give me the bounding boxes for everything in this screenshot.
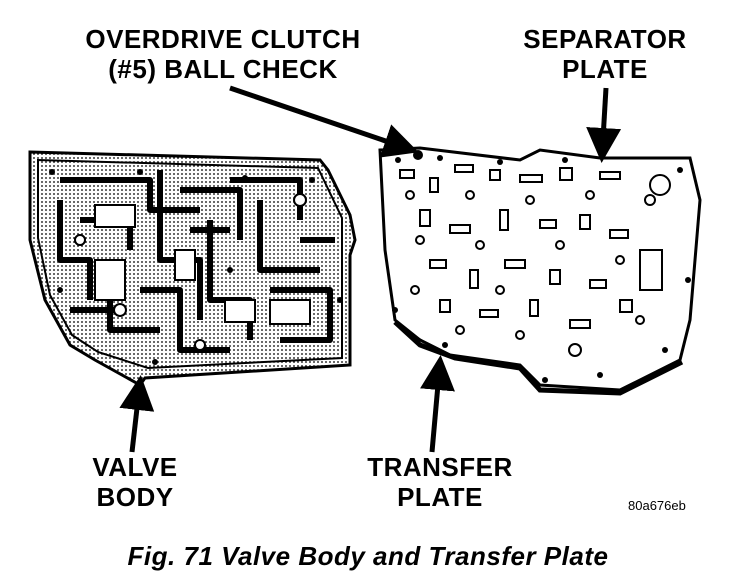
arrow-icon	[119, 375, 155, 453]
transfer-plate-label: TRANSFER PLATE	[350, 452, 530, 512]
leader-arrows	[119, 85, 622, 453]
label-line: (#5) BALL CHECK	[108, 54, 338, 84]
figure-code: 80a676eb	[628, 498, 686, 513]
valve-body-illustration	[28, 150, 357, 387]
label-line: PLATE	[562, 54, 648, 84]
label-line: SEPARATOR	[523, 24, 687, 54]
arrow-icon	[586, 87, 622, 163]
separator-plate-label: SEPARATOR PLATE	[505, 24, 705, 84]
arrow-icon	[420, 355, 455, 453]
overdrive-clutch-ball-check-label: OVERDRIVE CLUTCH (#5) BALL CHECK	[78, 24, 368, 84]
label-line: TRANSFER	[367, 452, 513, 482]
valve-body-label: VALVE BODY	[70, 452, 200, 512]
label-line: PLATE	[397, 482, 483, 512]
label-line: OVERDRIVE CLUTCH	[85, 24, 361, 54]
arrow-icon	[229, 85, 419, 158]
transfer-plate-illustration	[378, 146, 702, 396]
figure-caption: Fig. 71 Valve Body and Transfer Plate	[127, 541, 609, 571]
label-line: VALVE	[92, 452, 178, 482]
label-line: BODY	[96, 482, 174, 512]
